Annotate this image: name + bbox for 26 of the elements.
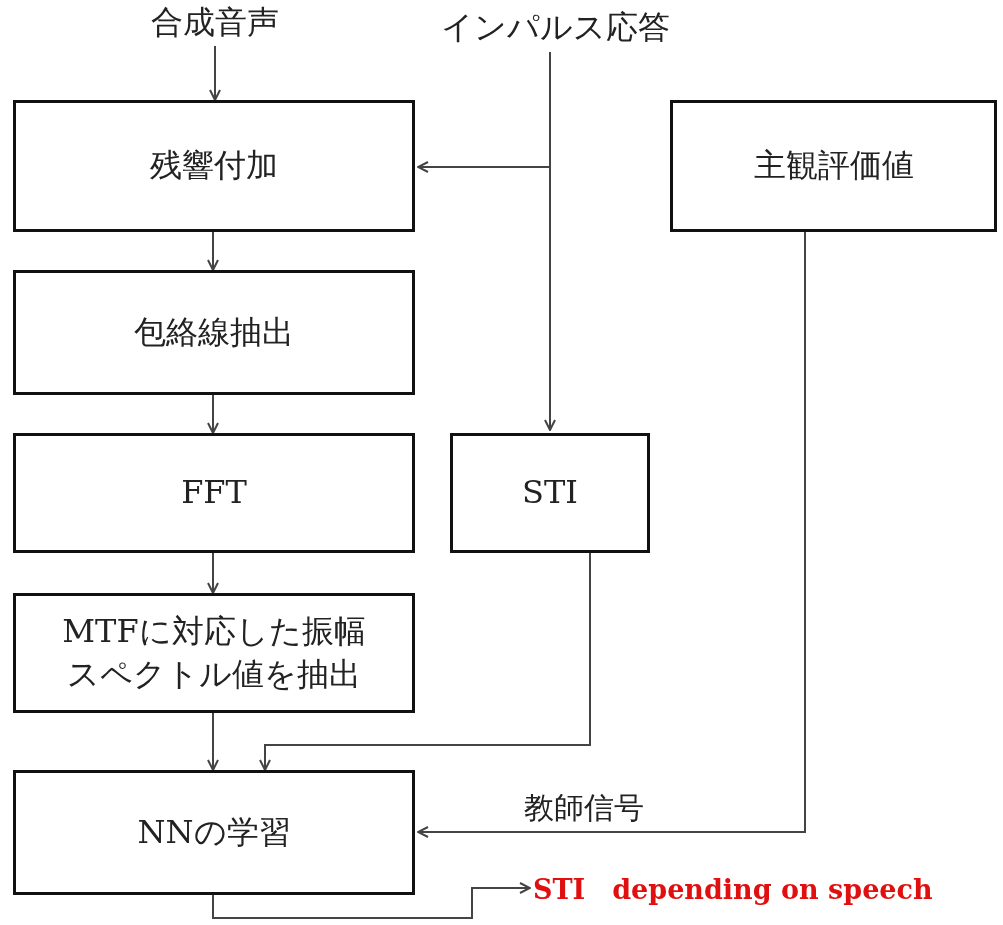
box-text: NNの学習 [137,811,291,853]
box-text: STI [522,472,578,514]
arrow [259,552,591,771]
process-box [13,433,415,553]
box-text: 主観評価値 [753,145,914,187]
arrow [207,394,219,434]
arrow [417,231,806,838]
process-box [13,593,415,713]
process-box [13,100,415,232]
arrow [207,552,219,594]
arrow [544,51,556,431]
box-text: 残響付加 [150,145,278,187]
arrow [207,231,219,271]
output-label: STI depending on speech [533,868,1001,912]
process-box [13,270,415,395]
input-label: 合成音声 [140,2,290,44]
process-box [13,770,415,895]
arrow [209,45,221,101]
process-box [670,100,997,232]
process-box [450,433,650,553]
arrow [207,712,219,771]
arrow [212,882,531,919]
input-label: インパルス応答 [420,6,690,50]
box-text: MTFに対応した振幅スペクトル値を抽出 [61,610,367,695]
box-text: FFT [181,472,247,514]
box-text: 包絡線抽出 [134,311,294,353]
